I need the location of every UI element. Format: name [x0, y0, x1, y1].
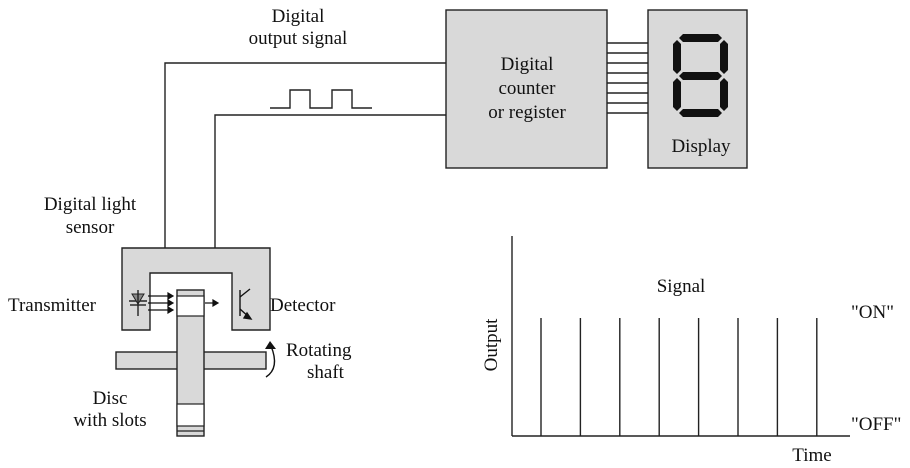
off-label: "OFF" — [851, 414, 901, 435]
counter-label-1: Digital — [501, 54, 554, 75]
light-beam-arrows — [148, 291, 220, 315]
sensor-label-2: sensor — [66, 217, 115, 238]
detector-label: Detector — [270, 295, 336, 316]
seven-segment-digit — [673, 34, 728, 117]
detector-transistor-icon — [239, 288, 253, 320]
counter-box — [445, 9, 608, 169]
rotating-shaft-label-1: Rotating — [286, 340, 352, 361]
data-bus — [607, 42, 648, 114]
output-signal-label-2: output signal — [249, 28, 348, 49]
counter-label-3: or register — [488, 102, 566, 123]
pulse-waveform — [270, 89, 372, 109]
y-axis-label: Output — [481, 318, 502, 372]
disc-label-2: with slots — [73, 410, 146, 431]
signal-graph: Signal Output Time "ON" "OFF" — [481, 236, 901, 466]
on-label: "ON" — [851, 302, 894, 323]
output-wire-1 — [164, 62, 446, 248]
rotation-arrow-icon — [265, 341, 276, 378]
rotating-shaft — [176, 289, 205, 437]
light-sensor-housing — [121, 247, 271, 331]
signal-pulses — [540, 318, 818, 436]
sensor-label-1: Digital light — [44, 194, 137, 215]
output-signal-label-1: Digital — [272, 6, 325, 27]
display-label: Display — [671, 136, 731, 157]
rotating-shaft-label-2: shaft — [307, 362, 345, 383]
transmitter-diode-icon — [129, 290, 147, 316]
signal-title: Signal — [657, 276, 706, 297]
x-axis-label: Time — [792, 445, 831, 466]
transmitter-label: Transmitter — [8, 295, 97, 316]
disc-label-1: Disc — [93, 388, 128, 409]
output-wire-2 — [214, 114, 446, 248]
counter-label-2: counter — [499, 78, 557, 99]
